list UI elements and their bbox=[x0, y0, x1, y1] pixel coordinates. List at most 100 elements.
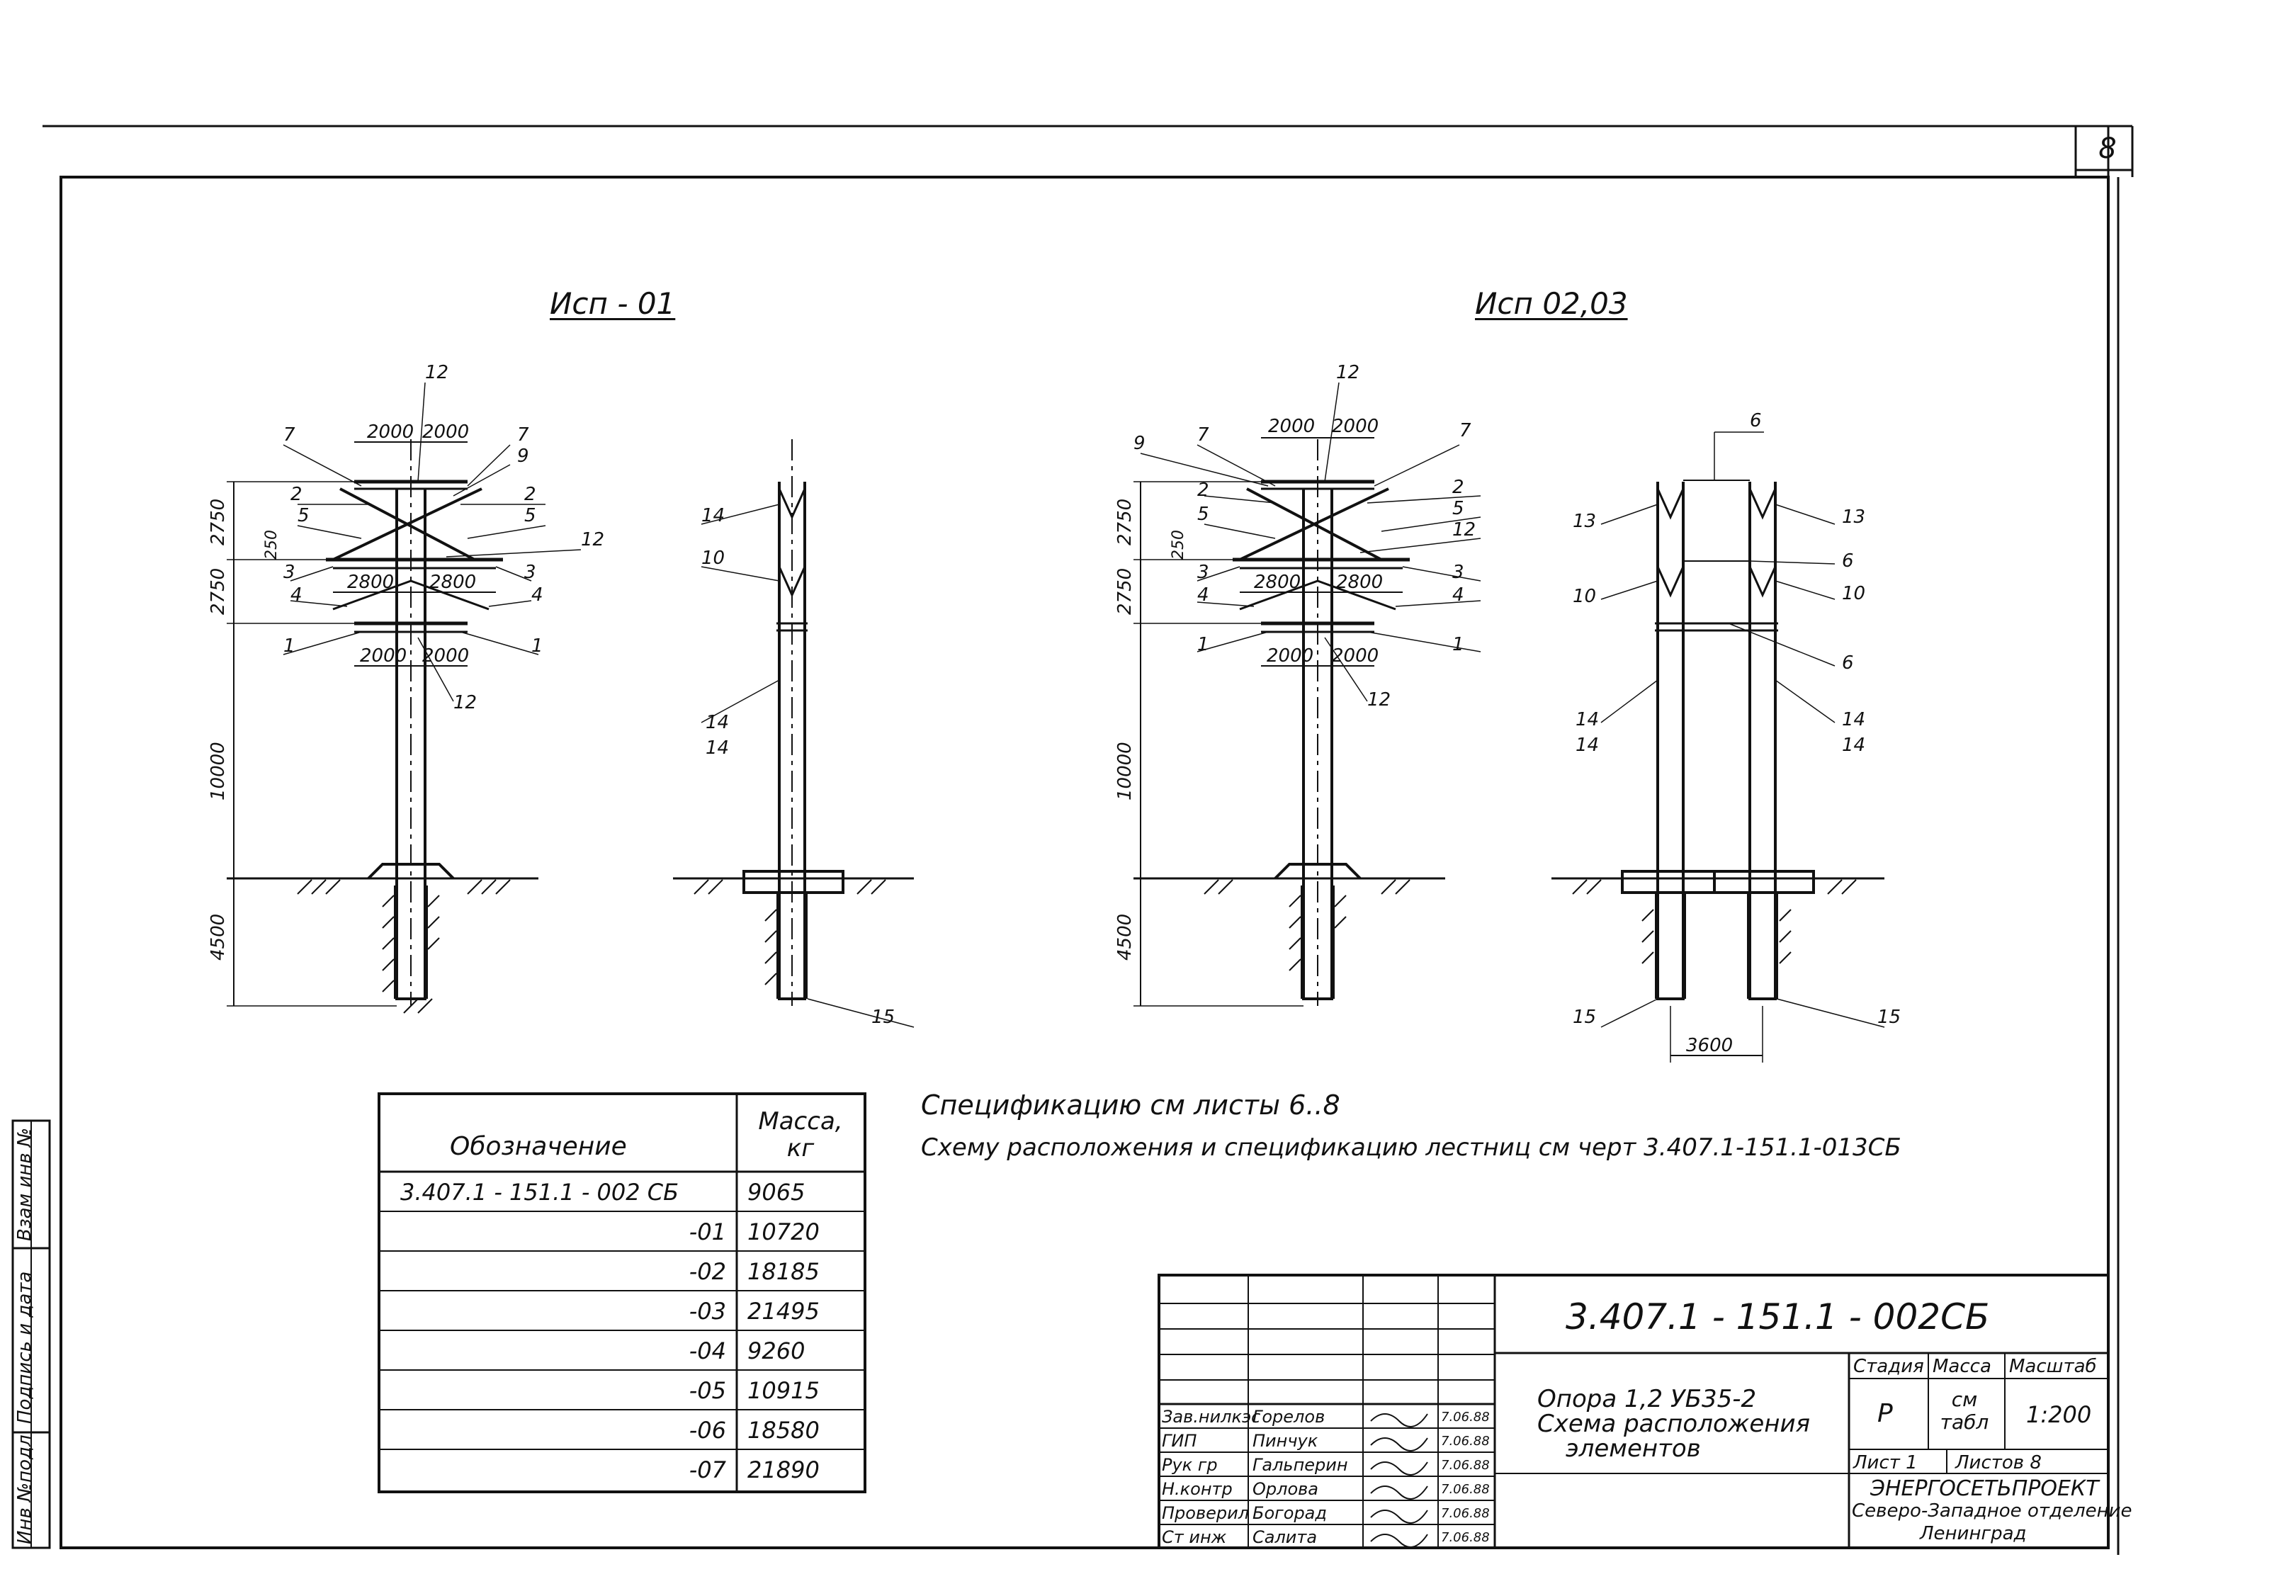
callout-10: 10 bbox=[701, 548, 725, 569]
callout-11: 12 bbox=[425, 362, 448, 383]
pole1-labels: 2000 2000 2800 2800 2000 2000 2750 2750 … bbox=[208, 362, 604, 961]
sig-role: ГИП bbox=[1162, 1431, 1197, 1451]
sig-role: Зав.нилкэс bbox=[1162, 1407, 1261, 1427]
sig-date: 7.06.88 bbox=[1441, 1458, 1490, 1473]
dim-2000: 2000 bbox=[1267, 645, 1313, 667]
sig-role: Н.контр bbox=[1162, 1479, 1233, 1499]
callout-6: 6 bbox=[1750, 410, 1762, 431]
note-ladder: Схему расположения и спецификацию лестни… bbox=[921, 1133, 1901, 1162]
pole4-labels: 6 13 13 6 10 10 6 14 14 14 14 15 15 3600 bbox=[1573, 410, 1901, 1056]
dim-250: 250 bbox=[263, 530, 281, 560]
row-designation: 3.407.1 - 151.1 - 002 СБ bbox=[400, 1179, 679, 1206]
callout-2: 2 bbox=[1452, 477, 1464, 498]
callout-11: 12 bbox=[1452, 519, 1476, 541]
sig-role: Рук гр bbox=[1162, 1455, 1218, 1475]
callout-12: 13 bbox=[1842, 506, 1865, 528]
note-specification: Спецификацию см листы 6..8 bbox=[921, 1090, 1340, 1121]
callout-12: 13 bbox=[1573, 511, 1596, 532]
view-title-isp0203: Исп 02,03 bbox=[1475, 286, 1628, 321]
callout-5: 5 bbox=[1452, 498, 1464, 519]
dim-2750: 2750 bbox=[1114, 499, 1136, 545]
callout-1: 1 bbox=[1197, 634, 1209, 655]
pole-isp01 bbox=[227, 382, 582, 1014]
sig-name: Горелов bbox=[1252, 1407, 1325, 1427]
sheet-label: Лист 1 bbox=[1853, 1452, 1918, 1473]
mass-value: см табл bbox=[1940, 1388, 1989, 1434]
org-line1: ЭНЕРГОСЕТЬПРОЕКТ bbox=[1870, 1476, 2099, 1501]
callout-11: 12 bbox=[1336, 362, 1359, 383]
row-mass: 21890 bbox=[747, 1456, 820, 1483]
callout-14: 14 bbox=[706, 737, 729, 759]
callout-5: 5 bbox=[298, 505, 310, 526]
sheets-label: Листов 8 bbox=[1955, 1452, 2042, 1473]
header-designation: Обозначение bbox=[450, 1132, 627, 1161]
callout-5: 5 bbox=[524, 505, 536, 526]
view-title-isp01: Исп - 01 bbox=[550, 286, 676, 321]
dim-2000: 2000 bbox=[1332, 416, 1379, 437]
sig-date: 7.06.88 bbox=[1441, 1530, 1490, 1545]
sig-name: Орлова bbox=[1252, 1479, 1318, 1499]
header-mass: Масса, кг bbox=[758, 1107, 843, 1162]
pole-isp01-side bbox=[673, 439, 915, 1028]
drawing-title-line2: Схема расположения bbox=[1537, 1410, 1811, 1438]
stage-label: Стадия bbox=[1853, 1356, 1924, 1377]
callout-4: 4 bbox=[531, 584, 543, 606]
callout-14: 14 bbox=[1576, 735, 1599, 756]
row-designation: -04 bbox=[689, 1337, 726, 1364]
callout-10: 10 bbox=[1573, 586, 1596, 607]
row-mass: 18580 bbox=[747, 1417, 820, 1444]
callout-4: 4 bbox=[1452, 584, 1464, 606]
dim-2000: 2000 bbox=[1268, 416, 1315, 437]
callout-15: 15 bbox=[1573, 1007, 1596, 1028]
callout-13: 14 bbox=[706, 712, 729, 733]
dim-2000: 2000 bbox=[360, 645, 407, 667]
callout-7: 7 bbox=[1459, 420, 1471, 441]
dim-4500: 4500 bbox=[208, 914, 229, 961]
sig-date: 7.06.88 bbox=[1441, 1506, 1490, 1521]
callout-7: 7 bbox=[283, 424, 295, 446]
callout-3: 3 bbox=[524, 562, 536, 583]
sig-name: Пинчук bbox=[1252, 1431, 1318, 1451]
margin-vzam-inv: Взам инв № bbox=[14, 1128, 35, 1241]
dim-2750: 2750 bbox=[208, 499, 229, 545]
pole-isp0203 bbox=[1133, 382, 1481, 1007]
pole2-labels: 14 10 14 14 15 bbox=[701, 505, 895, 1028]
margin-sign-date: Подпись и дата bbox=[14, 1271, 35, 1424]
mass-table: Обозначение Масса, кг 3.407.1 - 151.1 - … bbox=[379, 1094, 865, 1492]
callout-10: 10 bbox=[1842, 583, 1865, 604]
dim-2800: 2800 bbox=[1336, 572, 1383, 593]
sig-role: Проверил bbox=[1162, 1503, 1250, 1523]
row-mass: 21495 bbox=[747, 1298, 820, 1325]
title-block-grid bbox=[1158, 1274, 2110, 1549]
scale-value: 1:200 bbox=[2026, 1401, 2092, 1428]
dim-2750: 2750 bbox=[208, 568, 229, 615]
callout-1: 1 bbox=[531, 635, 543, 657]
callout-4: 4 bbox=[290, 584, 302, 606]
callout-3: 3 bbox=[283, 562, 295, 583]
callout-1: 1 bbox=[283, 635, 295, 657]
dim-10000: 10000 bbox=[208, 742, 229, 800]
dim-2000: 2000 bbox=[422, 645, 469, 667]
dim-2800: 2800 bbox=[1254, 572, 1301, 593]
dim-250: 250 bbox=[1170, 530, 1187, 560]
callout-3: 3 bbox=[1452, 562, 1464, 583]
callout-15: 15 bbox=[1877, 1007, 1901, 1028]
sig-date: 7.06.88 bbox=[1441, 1410, 1490, 1425]
drawing-title-line1: Опора 1,2 УБ35-2 bbox=[1537, 1385, 1757, 1413]
callout-2: 2 bbox=[524, 484, 536, 505]
doc-code: 3.407.1 - 151.1 - 002СБ bbox=[1566, 1296, 1990, 1337]
callout-14: 14 bbox=[1842, 735, 1865, 756]
callout-1: 1 bbox=[1452, 634, 1464, 655]
dim-10000: 10000 bbox=[1114, 742, 1136, 800]
margin-inv-orig: Инв №подл bbox=[14, 1434, 35, 1544]
sheet-number: 8 bbox=[2098, 132, 2117, 165]
org-line3: Ленинград bbox=[1920, 1523, 2027, 1544]
dim-3600: 3600 bbox=[1686, 1035, 1733, 1056]
org-line2: Северо-Западное отделение bbox=[1852, 1500, 2132, 1522]
callout-2: 2 bbox=[290, 484, 302, 505]
pole-isp0203-side bbox=[1551, 431, 1885, 1063]
row-mass: 10720 bbox=[747, 1218, 820, 1245]
row-designation: -06 bbox=[689, 1417, 726, 1444]
callout-11: 12 bbox=[1367, 689, 1391, 711]
